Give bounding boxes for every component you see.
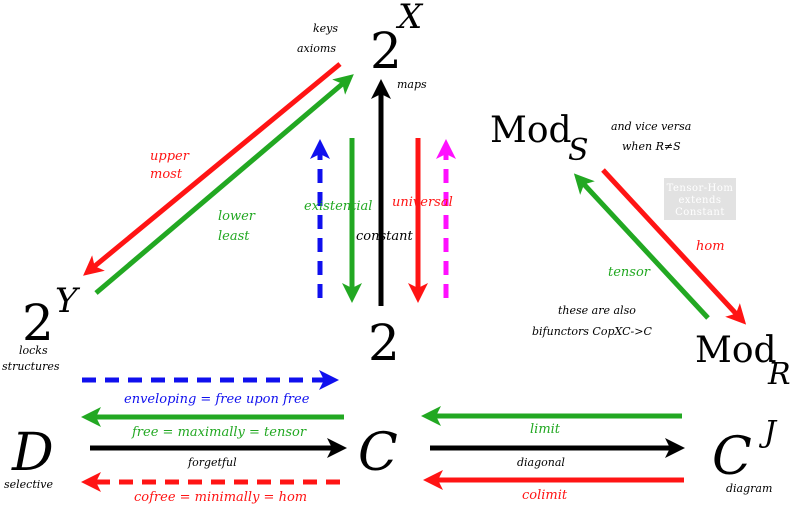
- arrow-hom: [601, 168, 747, 325]
- note-axioms: axioms: [297, 42, 336, 55]
- node-2y-base: 2: [22, 294, 54, 352]
- note-structures: structures: [2, 360, 60, 373]
- node-d: D: [11, 423, 54, 483]
- label-enveloping: enveloping = free upon free: [124, 392, 310, 407]
- note-maps: maps: [397, 78, 427, 91]
- label-forgetful: forgetful: [187, 456, 237, 469]
- label-diagonal: diagonal: [517, 456, 565, 469]
- note-diagram: diagram: [726, 482, 772, 495]
- label-cofree: cofree = minimally = hom: [134, 490, 307, 505]
- label-when-r-neq-s: when R≠S: [622, 140, 681, 153]
- arrow-upper-most: [83, 62, 342, 276]
- node-mod-s-base: Mod: [490, 110, 572, 151]
- node-2y-exponent: Y: [55, 281, 81, 321]
- node-2: 2: [368, 314, 400, 372]
- label-most: most: [150, 167, 183, 182]
- note-box-line2: extends: [679, 195, 722, 206]
- label-colimit: colimit: [522, 488, 568, 503]
- node-2x-base: 2: [370, 22, 402, 80]
- note-keys: keys: [313, 22, 338, 35]
- arrow-lower-least: [94, 74, 354, 295]
- node-mod-r-base: Mod: [695, 330, 777, 371]
- label-tensor: tensor: [608, 265, 651, 280]
- label-existential: existential: [304, 199, 372, 214]
- tensor-hom-note-box: [664, 178, 736, 220]
- node-cj-exponent: J: [758, 415, 778, 450]
- note-selective: selective: [4, 478, 53, 491]
- node-2x-exponent: X: [395, 0, 424, 37]
- note-locks: locks: [19, 344, 48, 357]
- note-box-line1: Tensor-Hom: [667, 183, 734, 194]
- note-box-line3: Constant: [675, 207, 725, 218]
- node-cj-base: C: [712, 427, 752, 487]
- label-universal: universal: [392, 195, 453, 210]
- label-limit: limit: [530, 422, 561, 437]
- node-c: C: [358, 423, 398, 483]
- label-bifunctors-2: bifunctors CopXC->C: [532, 325, 652, 338]
- label-lower: lower: [218, 209, 256, 224]
- label-least: least: [218, 229, 250, 244]
- arrow-tensor: [573, 173, 710, 320]
- label-upper: upper: [150, 149, 190, 164]
- node-mod-r-subscript: R: [767, 357, 791, 392]
- label-constant: constant: [356, 229, 413, 244]
- label-and-vice-versa: and vice versa: [611, 120, 691, 133]
- label-free: free = maximally = tensor: [131, 425, 307, 440]
- label-hom: hom: [696, 239, 725, 254]
- node-mod-s-subscript: S: [568, 133, 589, 168]
- label-bifunctors-1: these are also: [558, 304, 636, 317]
